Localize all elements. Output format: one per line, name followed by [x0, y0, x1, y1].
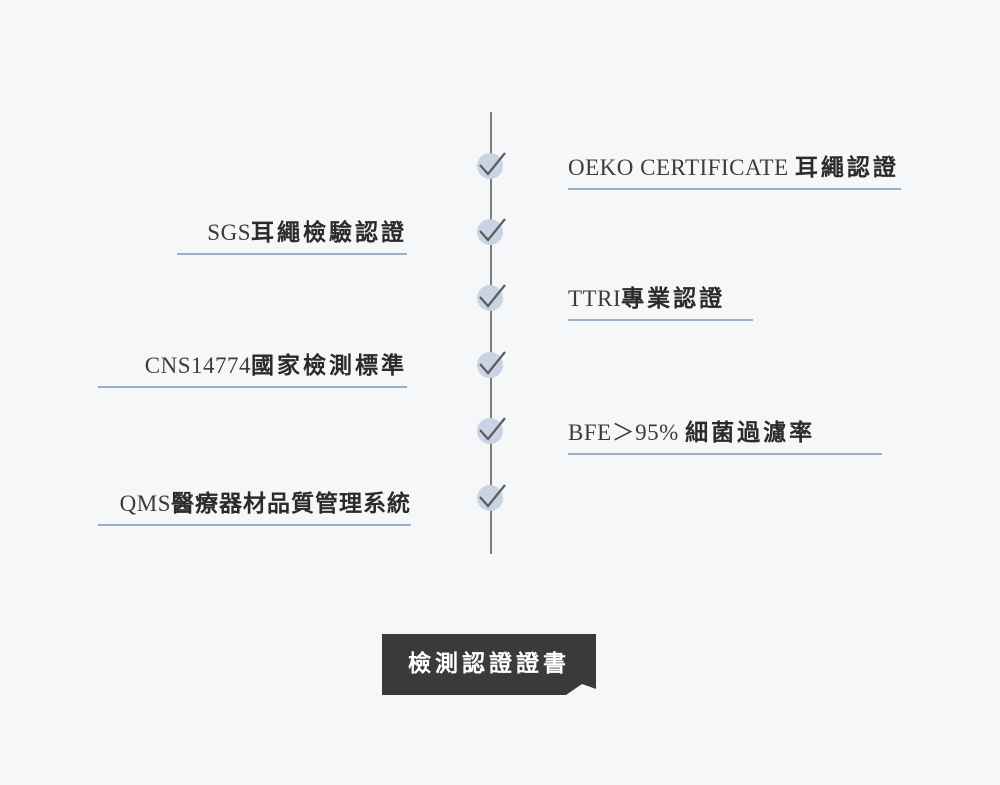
cert-item-text: TTRI專業認證 [568, 285, 725, 313]
cert-item-cjk: 國家檢測標準 [251, 353, 407, 379]
cert-item-cjk: 耳繩檢驗認證 [251, 220, 407, 246]
cert-item-latin: OEKO CERTIFICATE [568, 155, 795, 180]
cert-item-latin: TTRI [568, 286, 622, 311]
check-circle-icon [476, 350, 506, 380]
cert-item-cjk: 耳繩認證 [794, 155, 899, 181]
cert-item-text: QMS醫療器材品質管理系統 [120, 490, 411, 518]
cert-item-text: OEKO CERTIFICATE 耳繩認證 [568, 154, 899, 182]
cert-item-oeko: OEKO CERTIFICATE 耳繩認證 [568, 150, 901, 190]
cert-item-text: SGS耳繩檢驗認證 [207, 219, 407, 247]
timeline-line [490, 112, 492, 554]
certificate-button-shape [382, 634, 596, 695]
cert-item-cjk: 醫療器材品質管理系統 [171, 491, 411, 517]
certificate-button-label: 檢測認證證書 [408, 651, 570, 677]
cert-item-sgs: SGS耳繩檢驗認證 [177, 215, 407, 255]
check-circle-icon [476, 151, 506, 181]
cert-item-bfe: BFE＞95% 細菌過濾率 [568, 415, 882, 455]
cert-item-qms: QMS醫療器材品質管理系統 [98, 486, 411, 526]
check-circle-icon [476, 416, 506, 446]
cert-item-latin: QMS [119, 491, 171, 516]
cert-item-cns: CNS14774國家檢測標準 [98, 348, 407, 388]
certificate-button[interactable]: 檢測認證證書 [382, 634, 596, 695]
check-circle-icon [476, 483, 506, 513]
cert-item-ttri: TTRI專業認證 [568, 281, 753, 321]
cert-item-text: CNS14774國家檢測標準 [145, 352, 407, 380]
cert-item-cjk: 細菌過濾率 [685, 420, 816, 446]
cert-item-text: BFE＞95% 細菌過濾率 [568, 419, 815, 447]
cert-item-latin: SGS [207, 220, 251, 245]
cert-item-cjk: 專業認證 [621, 286, 726, 312]
check-circle-icon [476, 217, 506, 247]
cert-item-latin: CNS14774 [144, 353, 251, 378]
check-circle-icon [476, 283, 506, 313]
cert-item-latin: BFE＞95% [568, 420, 686, 445]
